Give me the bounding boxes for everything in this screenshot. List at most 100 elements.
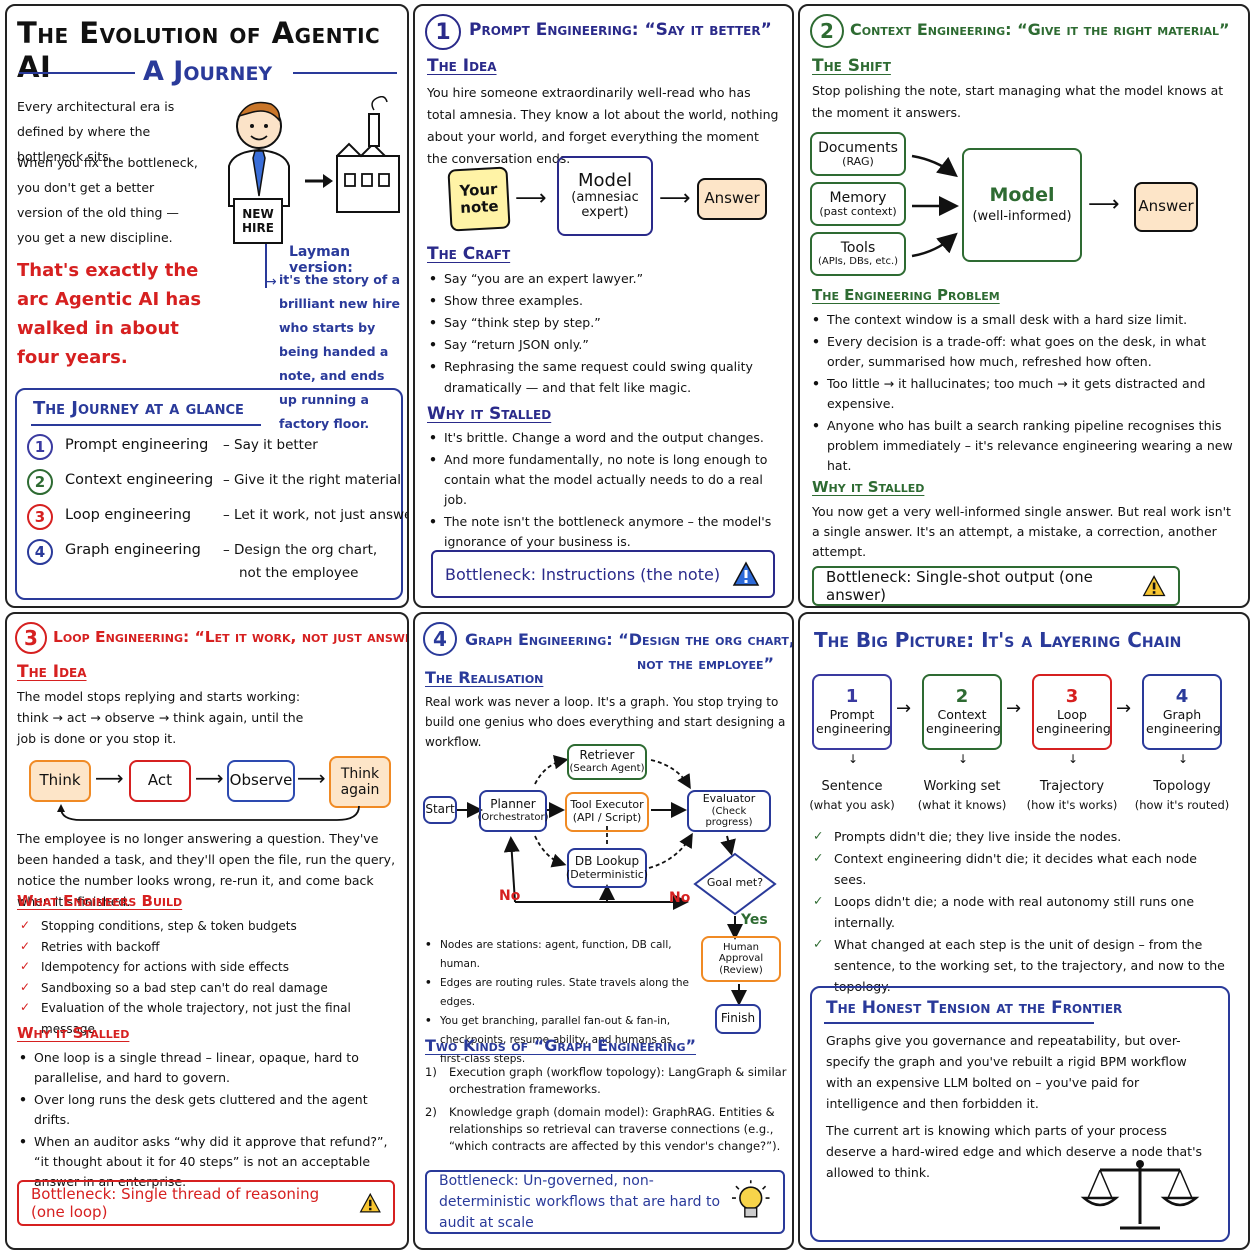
workflow-graph-edges [457,755,747,1006]
retriever-node: Retriever (Search Agent) [567,744,647,780]
arrow-think-act: ⟶ [95,766,124,790]
problem-item: The context window is a small desk with … [810,310,1240,330]
tension-box: The Honest Tension at the Frontier Graph… [810,986,1230,1242]
stall-item: And more fundamentally, no note is long … [427,450,782,510]
subtitle: A Journey [143,56,273,87]
planner-node: Planner (Orchestrator) [477,790,549,832]
chain-unit: Topology(how it's routed) [1132,778,1232,814]
evaluator-label: Evaluator [702,792,756,806]
craft-item: Rephrasing the same request could swing … [427,356,787,398]
answer-box-2: Answer [1134,182,1198,232]
chain-arrow: → [896,698,912,719]
p3-build-list: ✓Stopping conditions, step & token budge… [17,916,402,1039]
warning-icon [732,561,760,586]
finish-label: Finish [720,1011,756,1026]
chain-stage-number: 4 [1175,686,1189,708]
start-node: Start [423,796,457,824]
model-sub-1: (amnesiac expert) [571,190,639,221]
layman-connector [265,244,267,288]
check-icon: ✓ [20,1000,31,1014]
intro-text-2: When you fix the bottleneck, you don't g… [17,155,198,245]
stall-item-text: The note isn't the bottleneck anymore – … [444,514,772,549]
chain-stage-name: Context engineering [926,706,1001,737]
arrow-model-answer-2: ⟶ [1088,192,1120,217]
panel-big-picture: The Big Picture: It's a Layering Chain ✓… [798,612,1250,1250]
check-icon: ✓ [20,979,31,994]
tool-executor-label: Tool Executor [570,798,644,812]
p3-idea-heading: The Idea [17,662,87,682]
model-sub-2: (well-informed) [972,209,1072,225]
scales-icon [1080,1160,1200,1230]
think-again-label: Think again [340,765,380,798]
main-title: The Evolution of Agentic AI [17,16,381,84]
panel-2-title: Context Engineering: “Give it the right … [850,20,1230,39]
chain-stage-name: Loop engineering [1036,706,1111,737]
chain-unit-sub: (what it knows) [917,798,1007,812]
tools-box: Tools (APIs, DBs, etc.) [810,232,906,276]
graph-bullet-text: Edges are routing rules. State travels a… [440,977,689,1008]
check-icon: ✓ [20,959,31,973]
glance-stage-name: Prompt engineering [65,437,209,453]
p4-bottleneck: Bottleneck: Un-governed, non-determinist… [425,1170,785,1234]
subtitle-rule-left [19,72,135,74]
new-hire-sign-text: NEW HIRE [242,206,274,235]
stall-item-text: It's brittle. Change a word and the outp… [444,430,764,445]
chain-unit-name: Working set [923,779,1001,794]
glance-stage-desc: – Let it work, not just answer [223,507,409,523]
tension-text-1: Graphs give you governance and repeatabi… [826,1033,1187,1111]
panel-intro: The Evolution of Agentic AI A Journey Ev… [5,4,409,608]
stall-item: The note isn't the bottleneck anymore – … [427,512,782,552]
answer-label-1: Answer [704,189,760,208]
loop-back-arrow [57,804,360,821]
chain-unit: Sentence(what you ask) [802,778,902,814]
p1-bottleneck: Bottleneck: Instructions (the note) [431,550,775,598]
chain-down-arrow: ↓ [1068,752,1079,766]
problem-item-text: Every decision is a trade-off: what goes… [827,334,1206,369]
problem-item-text: The context window is a small desk with … [827,312,1188,327]
your-note-text: Your note [459,179,500,217]
p3-build-heading: What Engineers Build [17,892,183,910]
tension-title-rule [824,1022,1094,1024]
glance-stage-desc: – Give it the right material [223,472,401,488]
check-item: ✓Loops didn't die; a node with real auto… [810,891,1230,933]
p3-stall-heading: Why it Stalled [17,1024,130,1042]
p1-stall-list: It's brittle. Change a word and the outp… [427,428,782,554]
chain-stage-name: Graph engineering [1146,706,1221,737]
panel-context-engineering: 2 Context Engineering: “Give it the righ… [798,4,1250,608]
chain-stage-number: 2 [955,686,969,708]
graph-kind-text: Knowledge graph (domain model): GraphRAG… [449,1105,781,1153]
panel-5-title: The Big Picture: It's a Layering Chain [814,628,1182,652]
panel-number-3: 3 [15,622,47,654]
check-item: ✓Context engineering didn't die; it deci… [810,848,1230,890]
panel-number-2: 2 [810,14,844,48]
no-label-right: No [669,890,691,906]
p3-bottleneck-text: Bottleneck: Single thread of reasoning (… [31,1185,320,1221]
p4-realisation-heading: The Realisation [425,668,544,687]
stall-item: One loop is a single thread – linear, op… [17,1048,402,1088]
goal-diamond [693,852,777,916]
p1-bottleneck-text: Bottleneck: Instructions (the note) [445,564,721,584]
observe-label: Observe [229,771,293,790]
p3-bottleneck: Bottleneck: Single thread of reasoning (… [17,1180,395,1226]
check-item: ✓Prompts didn't die; they live inside th… [810,826,1230,847]
graph-kind-item: 2)Knowledge graph (domain model): GraphR… [423,1104,789,1155]
p2-stall-text: You now get a very well-informed single … [812,504,1231,559]
check-item-text: Context engineering didn't die; it decid… [834,851,1197,887]
glance-stage-desc-2: not the employee [239,565,359,581]
glance-title: The Journey at a glance [33,398,244,419]
chain-stage-name: Prompt engineering [816,706,891,737]
chain-unit: Trajectory (how it's works) [1022,778,1122,814]
glance-number: 4 [27,539,53,565]
chain-unit-name: Trajectory [1039,779,1105,794]
problem-item-text: Anyone who has built a search ranking pi… [827,418,1233,473]
glance-number: 3 [27,504,53,530]
stall-item: Over long runs the desk gets cluttered a… [17,1090,402,1130]
problem-item: Anyone who has built a search ranking pi… [810,416,1240,476]
observe-box: Observe [227,760,295,802]
p4-bullet-list: Nodes are stations: agent, function, DB … [423,936,697,1069]
p2-stall-heading: Why it Stalled [812,478,925,496]
chain-unit-sub: (how it's works) [1026,798,1118,812]
